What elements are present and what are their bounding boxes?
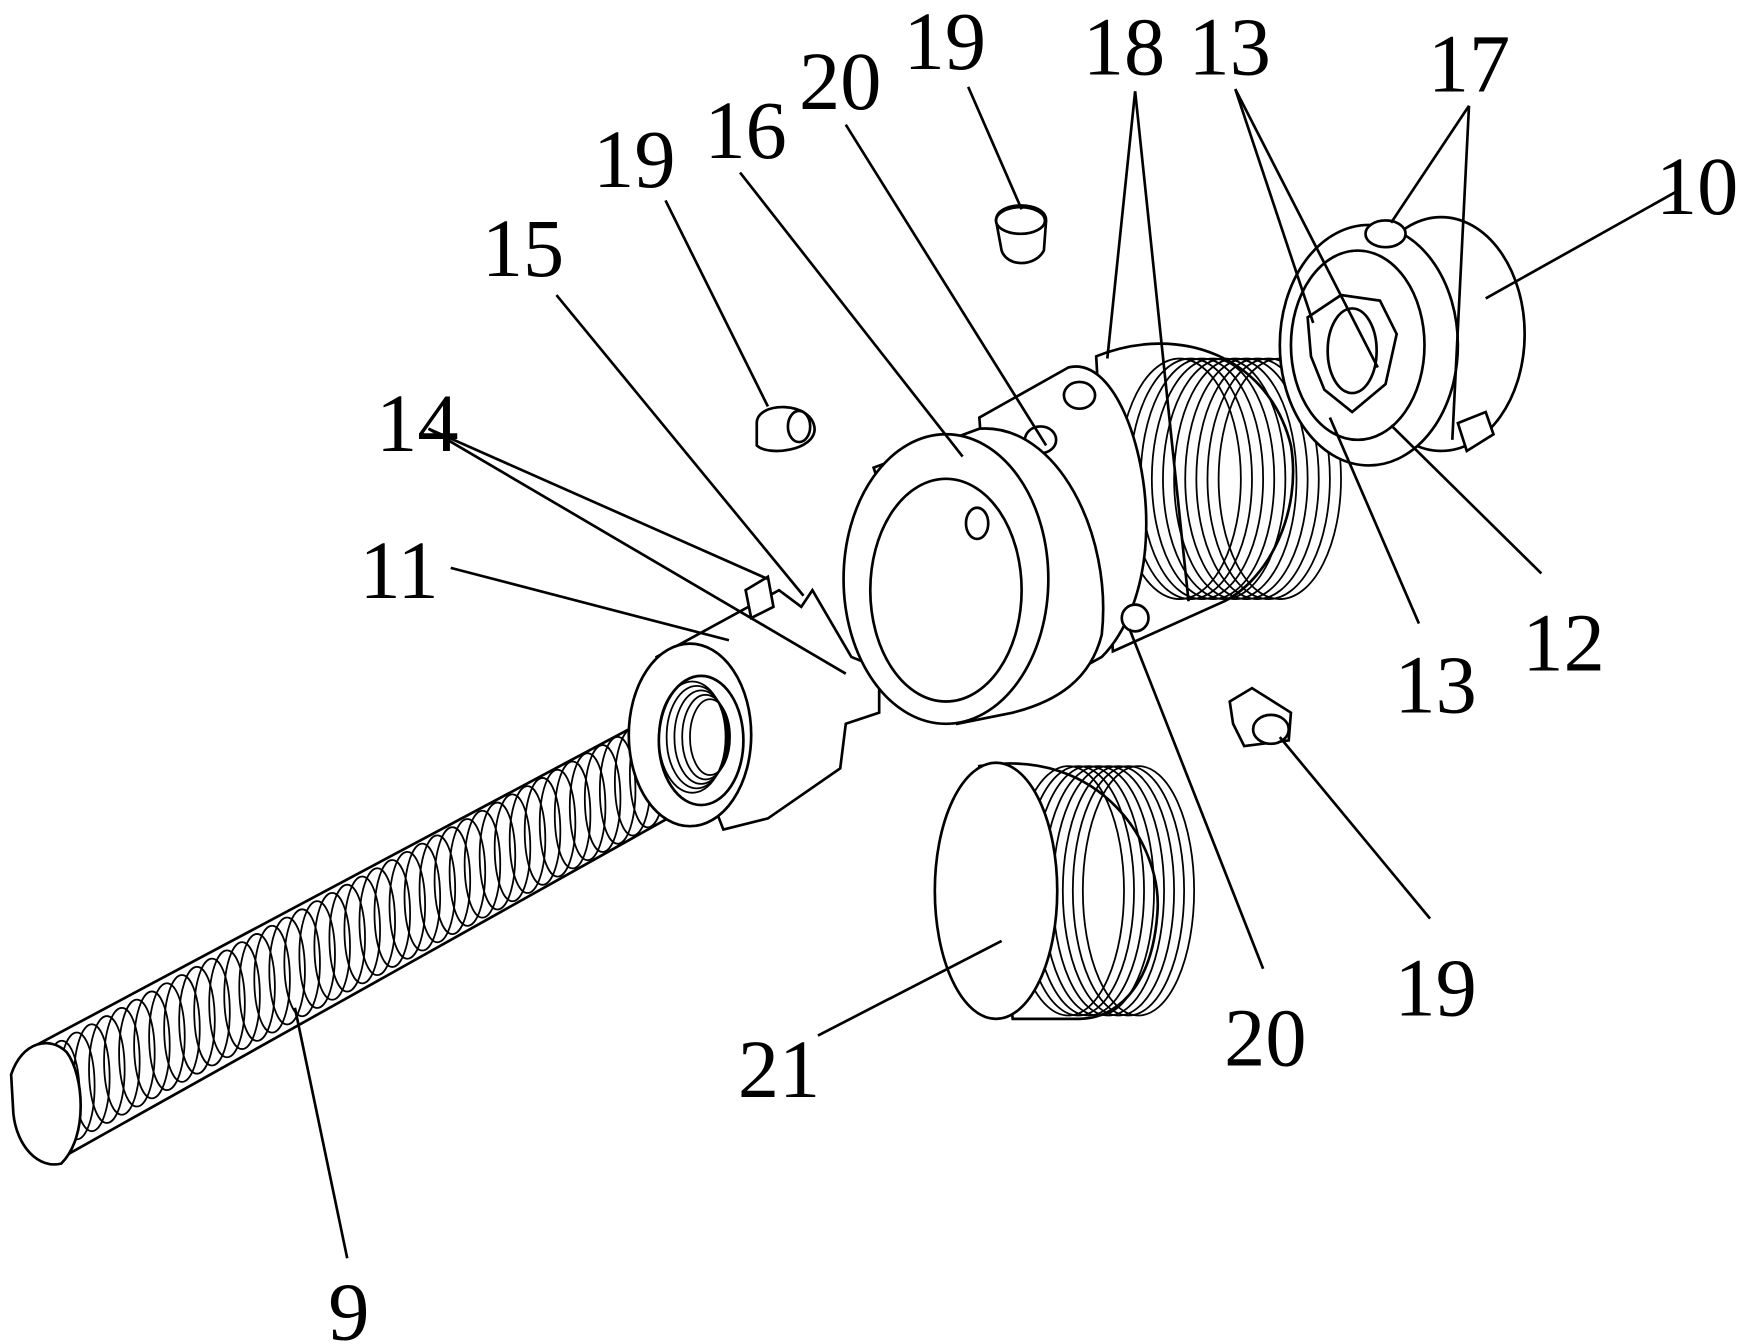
screw-thread bbox=[313, 892, 351, 1001]
pin-19-top bbox=[994, 204, 1048, 265]
label-19-top: 19 bbox=[904, 0, 986, 87]
label-20-top: 20 bbox=[799, 36, 881, 127]
label-13-top: 13 bbox=[1189, 2, 1271, 93]
screw-thread bbox=[133, 990, 171, 1100]
screw-thread bbox=[598, 735, 637, 845]
ring-thread bbox=[1071, 765, 1185, 1017]
body-thread bbox=[1150, 357, 1276, 600]
body-thread bbox=[1162, 357, 1287, 600]
nut-thread bbox=[689, 698, 731, 776]
screw-thread bbox=[328, 883, 366, 993]
label-19-bottom: 19 bbox=[1394, 942, 1476, 1033]
screw-thread bbox=[433, 826, 472, 935]
screw-thread bbox=[373, 859, 411, 968]
screw-thread bbox=[343, 875, 381, 985]
screw-thread bbox=[388, 850, 427, 960]
label-16: 16 bbox=[704, 85, 786, 176]
body-thread bbox=[1206, 357, 1331, 600]
screw-thread bbox=[403, 842, 442, 952]
nut-thread bbox=[665, 685, 728, 790]
label-12: 12 bbox=[1522, 597, 1604, 688]
screw-thread bbox=[553, 760, 592, 870]
screw-thread bbox=[223, 941, 261, 1050]
nut-11 bbox=[627, 574, 881, 832]
sleeve-body-16 bbox=[842, 342, 1342, 726]
screw-thread bbox=[493, 793, 532, 903]
leader-lines bbox=[293, 86, 1682, 1259]
screw-thread bbox=[88, 1015, 126, 1124]
body-thread bbox=[1195, 357, 1320, 600]
label-10: 10 bbox=[1656, 141, 1738, 232]
screw-thread bbox=[358, 867, 396, 977]
screw-thread bbox=[178, 965, 216, 1075]
label-21: 21 bbox=[738, 1024, 820, 1115]
nut-thread bbox=[673, 689, 729, 785]
screw-thread bbox=[418, 834, 457, 944]
ring-thread bbox=[1081, 765, 1196, 1017]
label-15: 15 bbox=[482, 203, 564, 294]
screw-thread bbox=[508, 785, 547, 894]
screw-thread bbox=[268, 916, 306, 1026]
threaded-screw-9 bbox=[9, 719, 670, 1166]
end-cap-10 bbox=[1278, 215, 1526, 467]
label-14: 14 bbox=[376, 378, 458, 469]
nut-thread bbox=[681, 693, 730, 781]
screw-thread bbox=[238, 933, 276, 1042]
screw-thread bbox=[583, 744, 622, 853]
screw-thread bbox=[478, 801, 517, 911]
label-9: 9 bbox=[328, 1267, 369, 1344]
screw-thread bbox=[463, 809, 502, 919]
pin-19-bottom bbox=[1228, 686, 1293, 748]
screw-thread bbox=[448, 818, 487, 927]
screw-thread bbox=[298, 900, 336, 1009]
screw-thread bbox=[148, 982, 186, 1092]
screw-thread bbox=[163, 974, 201, 1083]
threaded-ring-21 bbox=[933, 761, 1196, 1021]
body-thread bbox=[1184, 357, 1309, 600]
body-thread bbox=[1173, 357, 1298, 600]
screw-thread bbox=[103, 1006, 141, 1116]
label-19-left: 19 bbox=[593, 114, 675, 205]
label-11: 11 bbox=[359, 525, 438, 616]
pin-19-left bbox=[755, 405, 816, 453]
screw-thread bbox=[538, 768, 577, 878]
part-labels: 19 20 16 19 15 14 11 18 13 17 10 12 13 1… bbox=[328, 0, 1738, 1344]
screw-thread bbox=[193, 957, 231, 1067]
label-20-bottom: 20 bbox=[1224, 993, 1306, 1084]
screw-thread bbox=[568, 752, 607, 862]
screw-thread bbox=[253, 924, 291, 1034]
label-18: 18 bbox=[1083, 2, 1165, 93]
screw-thread bbox=[118, 998, 156, 1108]
screw-thread bbox=[283, 908, 321, 1018]
ring-thread bbox=[1061, 765, 1175, 1017]
screw-thread bbox=[523, 777, 562, 886]
label-13-bottom: 13 bbox=[1394, 640, 1476, 731]
label-17: 17 bbox=[1428, 18, 1510, 109]
nut-thread bbox=[657, 680, 727, 794]
screw-thread bbox=[208, 949, 246, 1059]
